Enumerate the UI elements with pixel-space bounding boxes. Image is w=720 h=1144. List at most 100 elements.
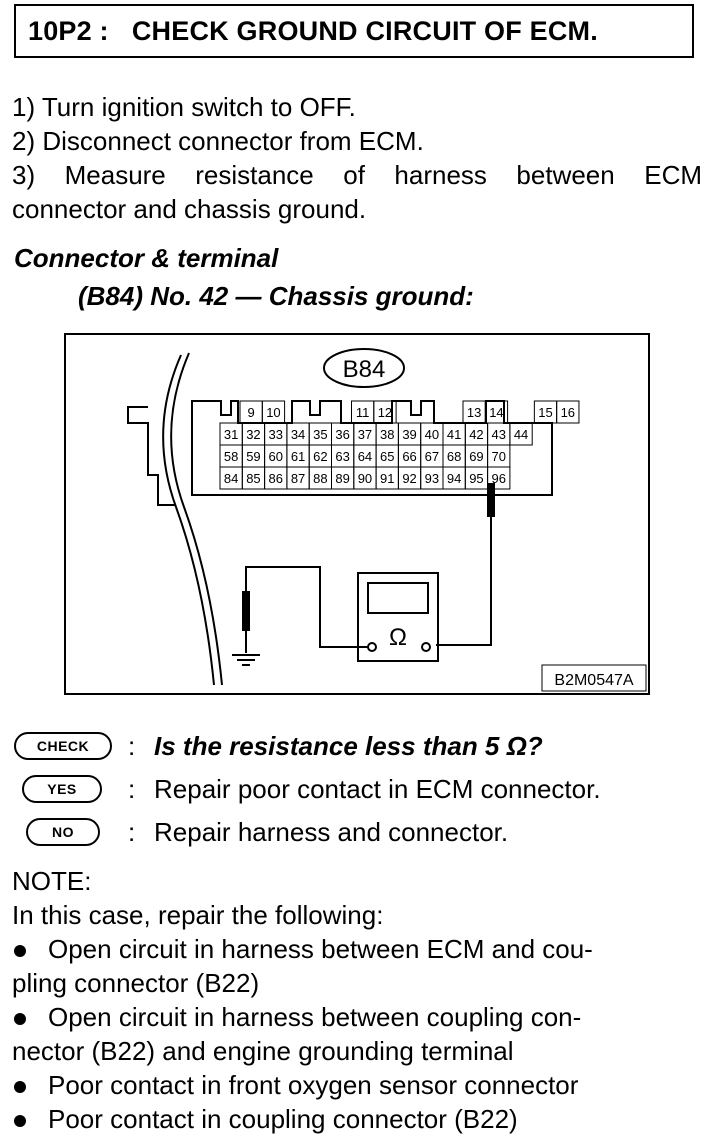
terminal-89: 89 [335,471,349,486]
note-item: Poor contact in front oxygen sensor conn… [12,1068,702,1102]
note-item-line: Poor contact in coupling connector (B22) [48,1104,518,1134]
step-2: 2) Disconnect connector from ECM. [12,126,424,156]
terminal-70: 70 [492,449,506,464]
terminal-31: 31 [224,427,238,442]
note-item-line: Open circuit in harness between coupling… [48,1002,582,1032]
note-item-continuation: nector (B22) and engine grounding termin… [12,1036,514,1066]
terminal-11: 11 [356,405,370,420]
terminal-93: 93 [425,471,439,486]
check-section: CHECK : Is the resistance less than 5 Ω?… [10,728,710,857]
terminal-33: 33 [269,427,283,442]
wire-curve-1 [162,354,215,686]
bullet-icon [14,945,26,957]
terminal-65: 65 [380,449,394,464]
terminal-14: 14 [489,405,503,420]
terminal-42: 42 [469,427,483,442]
yes-badge: YES [22,775,102,803]
terminal-10: 10 [266,405,280,420]
lead-meter-left [245,566,368,648]
terminal-67: 67 [425,449,439,464]
terminal-90: 90 [358,471,372,486]
connector-label: B84 [343,356,386,383]
page-title: 10P2 : CHECK GROUND CIRCUIT OF ECM. [28,16,598,46]
terminal-69: 69 [469,449,483,464]
terminal-58: 58 [224,449,238,464]
figure-code-box [541,664,647,692]
terminal-43: 43 [492,427,506,442]
colon: : [128,817,136,847]
colon: : [128,731,136,761]
wire-curve-2 [170,352,223,686]
note-section: NOTE: In this case, repair the following… [12,864,702,1136]
terminal-9: 9 [248,405,255,420]
colon: : [128,774,136,804]
check-row: CHECK : Is the resistance less than 5 Ω? [10,728,710,771]
note-label: NOTE: [12,866,92,896]
terminal-12: 12 [378,405,392,420]
terminal-68: 68 [447,449,461,464]
terminal-41: 41 [447,427,461,442]
terminal-40: 40 [425,427,439,442]
terminal-92: 92 [402,471,416,486]
terminal-32: 32 [246,427,260,442]
note-item: Poor contact in coupling connector (B22) [12,1102,702,1136]
bullet-icon [14,1081,26,1093]
terminal-87: 87 [291,471,305,486]
terminal-cell [509,422,533,446]
terminal-64: 64 [358,449,372,464]
yes-text: Repair poor contact in ECM connector. [154,774,601,804]
terminal-60: 60 [269,449,283,464]
meter-display [367,582,429,614]
terminal-94: 94 [447,471,461,486]
meter-terminal-left [367,642,377,652]
terminal-61: 61 [291,449,305,464]
connector-heading: Connector & terminal [14,243,279,273]
lead-meter-right [436,517,492,646]
terminal-cell [556,400,580,424]
note-item: Open circuit in harness between ECM and … [12,932,702,966]
terminal-95: 95 [469,471,483,486]
ground-probe [242,591,250,631]
no-badge: NO [26,818,100,846]
terminal-86: 86 [269,471,283,486]
connector-spec: (B84) No. 42 — Chassis ground: [78,281,474,311]
terminal-91: 91 [380,471,394,486]
check-badge: CHECK [14,732,112,760]
title-box: 10P2 : CHECK GROUND CIRCUIT OF ECM. [14,4,694,58]
terminal-63: 63 [335,449,349,464]
terminal-13: 13 [467,405,481,420]
check-question: Is the resistance less than 5 Ω? [154,731,543,761]
terminal-96: 96 [492,471,506,486]
figure-code: B2M0547A [554,672,633,689]
terminal-44: 44 [514,427,528,442]
note-item: Open circuit in harness between coupling… [12,1000,702,1034]
probe-terminal-42 [487,483,495,517]
connector-housing-left [127,406,176,506]
yes-row: YES : Repair poor contact in ECM connect… [10,771,710,814]
step-1: 1) Turn ignition switch to OFF. [12,92,356,122]
meter-terminal-right [421,642,431,652]
terminal-88: 88 [313,471,327,486]
procedure-steps: 1) Turn ignition switch to OFF. 2) Disco… [12,90,702,226]
note-item-continuation: pling connector (B22) [12,968,260,998]
terminal-59: 59 [246,449,260,464]
terminal-62: 62 [313,449,327,464]
connector-label-oval [323,348,405,388]
bullet-icon [14,1115,26,1127]
terminal-34: 34 [291,427,305,442]
step-3: 3) Measure resistance of harness between… [12,160,702,190]
terminal-15: 15 [538,405,552,420]
no-text: Repair harness and connector. [154,817,509,847]
step-3-continuation: connector and chassis ground. [12,194,367,224]
note-intro: In this case, repair the following: [12,900,384,930]
terminal-38: 38 [380,427,394,442]
terminal-37: 37 [358,427,372,442]
terminal-35: 35 [313,427,327,442]
terminal-36: 36 [335,427,349,442]
terminal-16: 16 [561,405,575,420]
bullet-icon [14,1013,26,1025]
terminal-85: 85 [246,471,260,486]
